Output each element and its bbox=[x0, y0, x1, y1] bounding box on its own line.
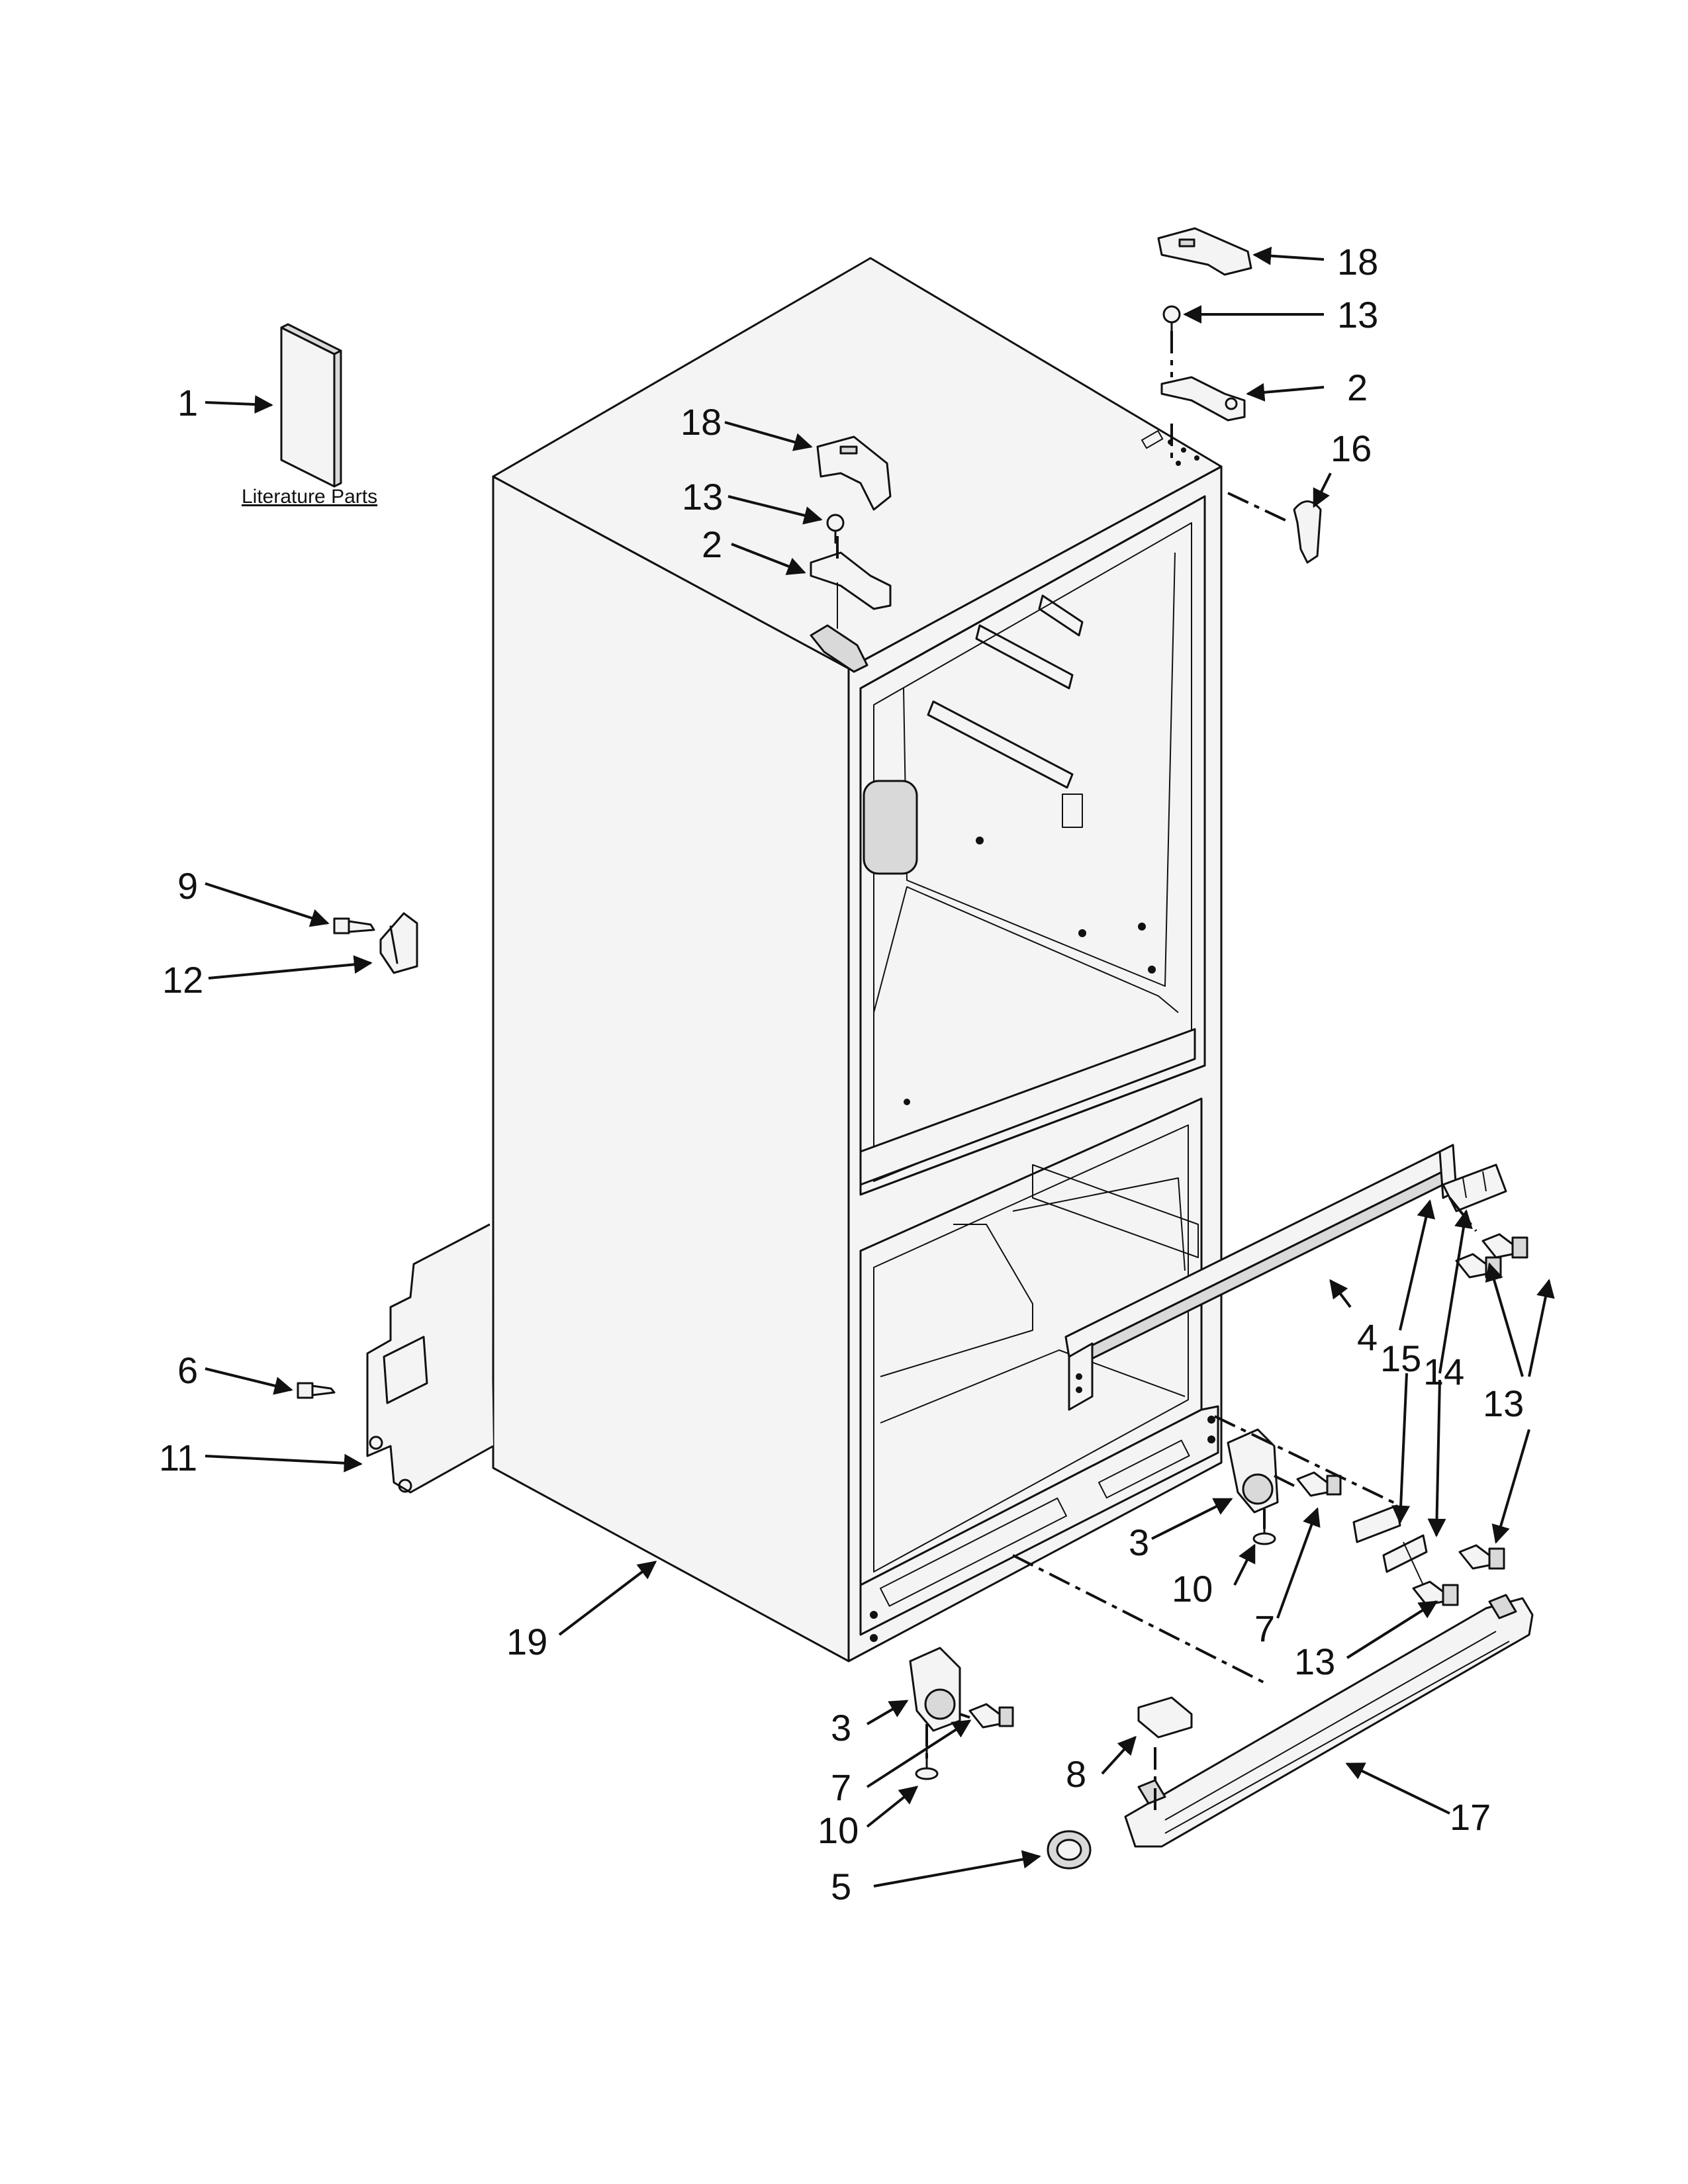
callout-7-right: 7 bbox=[1254, 1608, 1275, 1649]
callout-13-top-right: 13 bbox=[1337, 294, 1378, 336]
literature-booklet bbox=[280, 323, 342, 488]
callout-13-brace: 13 bbox=[1483, 1383, 1524, 1424]
roller-screw-right bbox=[1296, 1471, 1342, 1497]
callout-3-right: 3 bbox=[1129, 1522, 1149, 1563]
callout-11: 11 bbox=[159, 1437, 197, 1479]
upper-hinge-right bbox=[1160, 376, 1246, 422]
door-stop-bracket bbox=[379, 912, 418, 974]
callout-2-left: 2 bbox=[702, 523, 722, 565]
callout-10-left: 10 bbox=[818, 1809, 859, 1851]
brace-screw-top-2 bbox=[1455, 1253, 1502, 1279]
callout-10-right: 10 bbox=[1172, 1568, 1213, 1610]
callout-2-right: 2 bbox=[1347, 367, 1368, 408]
brace-screw-top-1 bbox=[1481, 1233, 1528, 1259]
grille-clip bbox=[1137, 1696, 1193, 1739]
callout-19: 19 bbox=[506, 1621, 547, 1662]
upper-hinge-left bbox=[810, 551, 892, 673]
literature-parts-label: Literature Parts bbox=[242, 486, 377, 508]
callout-4: 4 bbox=[1357, 1316, 1378, 1358]
hinge-cover-left bbox=[816, 435, 892, 511]
callout-18-left: 18 bbox=[680, 401, 722, 443]
callout-9: 9 bbox=[177, 865, 198, 907]
roller-assembly-left bbox=[909, 1647, 961, 1732]
callout-13-left: 13 bbox=[682, 476, 723, 518]
callout-14: 14 bbox=[1423, 1351, 1464, 1392]
hinge-screw-left bbox=[826, 514, 845, 544]
callout-5: 5 bbox=[831, 1866, 851, 1907]
cover-screw bbox=[297, 1382, 336, 1399]
callout-15: 15 bbox=[1380, 1338, 1421, 1379]
toe-grille bbox=[1124, 1594, 1534, 1848]
refrigerator-cabinet bbox=[492, 257, 1223, 1662]
hinge-screw-right bbox=[1162, 305, 1181, 336]
callout-17: 17 bbox=[1450, 1796, 1491, 1838]
callout-12: 12 bbox=[162, 959, 203, 1001]
lower-bracket-right bbox=[1382, 1534, 1428, 1586]
hinge-shim bbox=[1293, 500, 1322, 564]
leader-arrows bbox=[205, 246, 1555, 1888]
hinge-cover-right bbox=[1157, 227, 1252, 276]
roller-screw-left bbox=[968, 1703, 1014, 1729]
roller-assembly-right bbox=[1227, 1428, 1279, 1514]
caster-cap bbox=[1047, 1830, 1092, 1870]
lower-screw-right bbox=[1458, 1544, 1505, 1570]
callout-16: 16 bbox=[1331, 428, 1372, 469]
front-brace bbox=[1064, 1144, 1458, 1411]
callout-3-left: 3 bbox=[831, 1707, 851, 1749]
callout-13-bottom: 13 bbox=[1294, 1641, 1335, 1682]
callout-numbers: 1 18 13 2 18 13 2 16 9 12 6 11 19 4 15 1… bbox=[159, 241, 1524, 1907]
callout-6: 6 bbox=[177, 1349, 198, 1391]
callout-8: 8 bbox=[1066, 1753, 1086, 1795]
callout-7-left: 7 bbox=[831, 1766, 851, 1808]
hinge-screw bbox=[333, 917, 375, 934]
rear-access-cover bbox=[366, 1223, 494, 1494]
callout-18-right: 18 bbox=[1337, 241, 1378, 283]
lower-bracket-left bbox=[1352, 1504, 1401, 1543]
callout-1: 1 bbox=[177, 382, 198, 424]
